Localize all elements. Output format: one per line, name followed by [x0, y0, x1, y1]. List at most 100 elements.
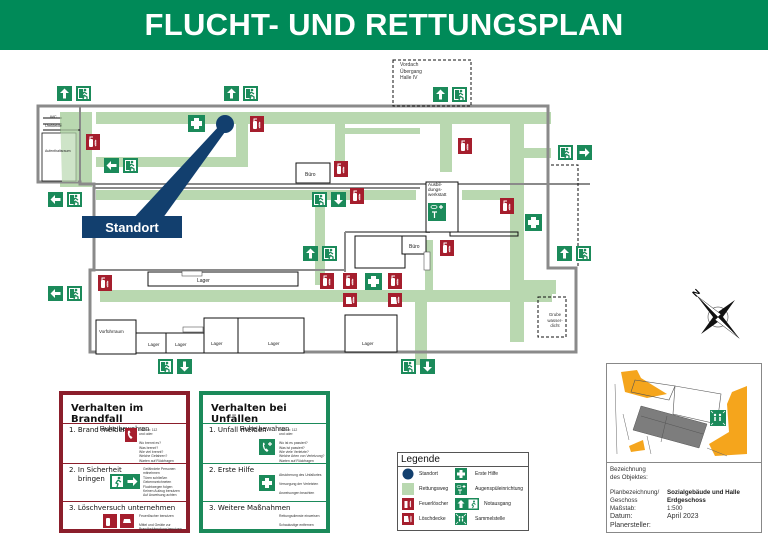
accident-step-1-detail: Telefon: 112 und oder: Wo ist es passier…: [279, 428, 325, 463]
info-date-label: Datum:: [610, 513, 633, 520]
fire-extinguisher-icon: [402, 498, 414, 510]
legend-item-erste-hilfe: Erste Hilfe: [455, 468, 498, 480]
room-vordach: Vordach Übergang Halle IV: [400, 62, 422, 81]
fire-blanket-icon: [402, 513, 414, 525]
escape-route-swatch: [402, 483, 414, 495]
room-buero-1: Büro: [305, 172, 316, 178]
room-ausbildungswerkstatt: Ausbil- dungs- werkstatt: [428, 182, 447, 198]
accident-step-3-detail: Rettungsdienste einweisen Schaulustige e…: [279, 514, 320, 527]
compass-rose-icon: [696, 295, 740, 339]
floor-plan: WC Umkleide Aufenthaltsraum Büro Büro La…: [36, 59, 740, 375]
assembly-point-icon: [710, 410, 726, 426]
fire-extinguisher-icon: [349, 187, 365, 205]
accident-card-subtitle: Ruhe bewahren: [239, 426, 290, 433]
legend-item-augenspuele: Augenspüleinrichtung: [455, 483, 523, 495]
emergency-phone-icon: [259, 439, 275, 455]
fire-extinguisher-icon: [457, 137, 473, 155]
compass-north-label: N: [690, 287, 702, 299]
fire-step-1-label: 1. Brand melden: [69, 426, 128, 434]
first-aid-icon: [259, 475, 275, 491]
accident-step-3-label: 3. Weitere Maßnahmen: [209, 504, 291, 512]
room-lager-3: Lager: [211, 341, 223, 346]
first-aid-icon: [365, 273, 382, 290]
room-lager-1: Lager: [148, 342, 160, 347]
legend-item-rettungsweg: Rettungsweg: [402, 483, 448, 495]
info-scale-label: Maßstab:: [610, 505, 636, 512]
accident-step-2-label: 2. Erste Hilfe: [209, 466, 255, 474]
room-wc: WC: [50, 114, 57, 119]
accident-behavior-card: Verhalten bei Unfällen Ruhe bewahren 1. …: [199, 391, 330, 533]
exit-sign-right-top: [557, 144, 592, 161]
firefighting-icons: [103, 514, 134, 528]
room-lager-5: Lager: [362, 341, 374, 346]
plan-title-banner: FLUCHT- UND RETTUNGSPLAN: [0, 0, 768, 50]
fire-extinguisher-icon: [333, 160, 349, 178]
exit-sign-top-center: [224, 85, 259, 102]
location-label: Standort: [105, 220, 159, 235]
fire-step-3-label: 3. Löschversuch unternehmen: [69, 504, 176, 512]
legend-item-standort: Standort: [402, 468, 438, 480]
fire-extinguisher-icon: [387, 272, 403, 290]
fire-extinguisher-icon: [342, 272, 358, 290]
exit-sign-bottom-1: [157, 358, 192, 375]
legend: Legende Standort Rettungsweg Feuerlösche…: [397, 452, 529, 531]
assembly-point-icon: [455, 513, 467, 525]
legend-label: Erste Hilfe: [475, 471, 499, 477]
emergency-exit-icon: [455, 498, 479, 510]
fire-behavior-card: Verhalten im Brandfall Ruhe bewahren 1. …: [59, 391, 190, 533]
fire-extinguisher-icon: [249, 115, 265, 133]
legend-label: Sammelstelle: [475, 516, 506, 522]
location-dot-icon: [216, 115, 234, 133]
legend-label: Augenspüleinrichtung: [475, 486, 524, 492]
exit-sign-left-2: [48, 191, 83, 208]
fire-card-title: Verhalten im Brandfall: [71, 403, 144, 425]
info-scale-value: 1:500: [667, 505, 683, 512]
legend-item-loeschdecke: Löschdecke: [402, 513, 446, 525]
room-aufenthaltsraum: Aufenthaltsraum: [45, 149, 71, 153]
location-pointer: [130, 125, 230, 222]
exit-sign-left-3: [48, 285, 83, 302]
plan-title: FLUCHT- UND RETTUNGSPLAN: [144, 7, 624, 42]
first-aid-icon: [455, 468, 467, 480]
info-date-value: April 2023: [667, 513, 699, 520]
room-lager-2: Lager: [175, 342, 187, 347]
room-lager-4: Lager: [268, 341, 280, 346]
info-plan-value: Sozialgebäude und Halle Erdgeschoss: [667, 489, 740, 504]
legend-item-sammelstelle: Sammelstelle: [455, 513, 505, 525]
escape-routes: [60, 112, 556, 365]
legend-label: Löschdecke: [419, 516, 446, 522]
legend-item-feuerloescher: Feuerlöscher: [402, 498, 448, 510]
eyewash-icon: [428, 203, 446, 221]
exit-right-sign-icon: [110, 474, 140, 489]
legend-item-notausgang: Notausgang: [455, 498, 511, 510]
legend-title: Legende: [398, 453, 528, 467]
room-umkleide: Umkleide: [45, 123, 62, 128]
legend-label: Rettungsweg: [419, 486, 449, 492]
accident-step-1-label: 1. Unfall melden: [209, 426, 267, 434]
fire-extinguisher-icon: [85, 133, 101, 151]
fire-step-1-detail: Telefon: 112 und oder: Wo brennt es? Was…: [139, 428, 174, 463]
room-vorfuehrraum: Vorführraum: [99, 329, 124, 334]
fire-extinguisher-icon: [499, 197, 515, 215]
fire-extinguisher-icon: [97, 274, 113, 292]
fire-step-3-detail: Feuerlöscher benutzen Mittel und Geräte …: [139, 514, 182, 532]
fire-blanket-icon: [387, 292, 403, 308]
fire-card-subtitle: Ruhe bewahren: [99, 426, 150, 433]
fire-step-2-detail: Gefährdete Personen mitnehmen Türen schl…: [143, 467, 180, 498]
legend-label: Notausgang: [484, 501, 511, 507]
fire-extinguisher-icon: [319, 272, 335, 290]
fire-blanket-icon: [342, 292, 358, 308]
room-lager-top: Lager: [197, 278, 210, 284]
accident-step-2-detail: Absicherung des Unfallortes Versorgung d…: [279, 473, 322, 495]
accident-card-title: Verhalten bei Unfällen: [211, 403, 287, 425]
eyewash-icon: [455, 483, 467, 495]
first-aid-icon: [188, 115, 205, 132]
legend-label: Standort: [419, 471, 438, 477]
info-object-label: Bezeichnung des Objektes:: [610, 466, 648, 481]
info-box: Bezeichnung des Objektes: Planbezeichnun…: [606, 363, 762, 533]
location-dot-icon: [402, 468, 414, 480]
info-author-label: Planersteller:: [610, 522, 651, 529]
site-overview-map: [608, 365, 760, 461]
fire-alarm-phone-icon: [125, 428, 137, 442]
exit-sign-right-mid: [557, 245, 592, 262]
